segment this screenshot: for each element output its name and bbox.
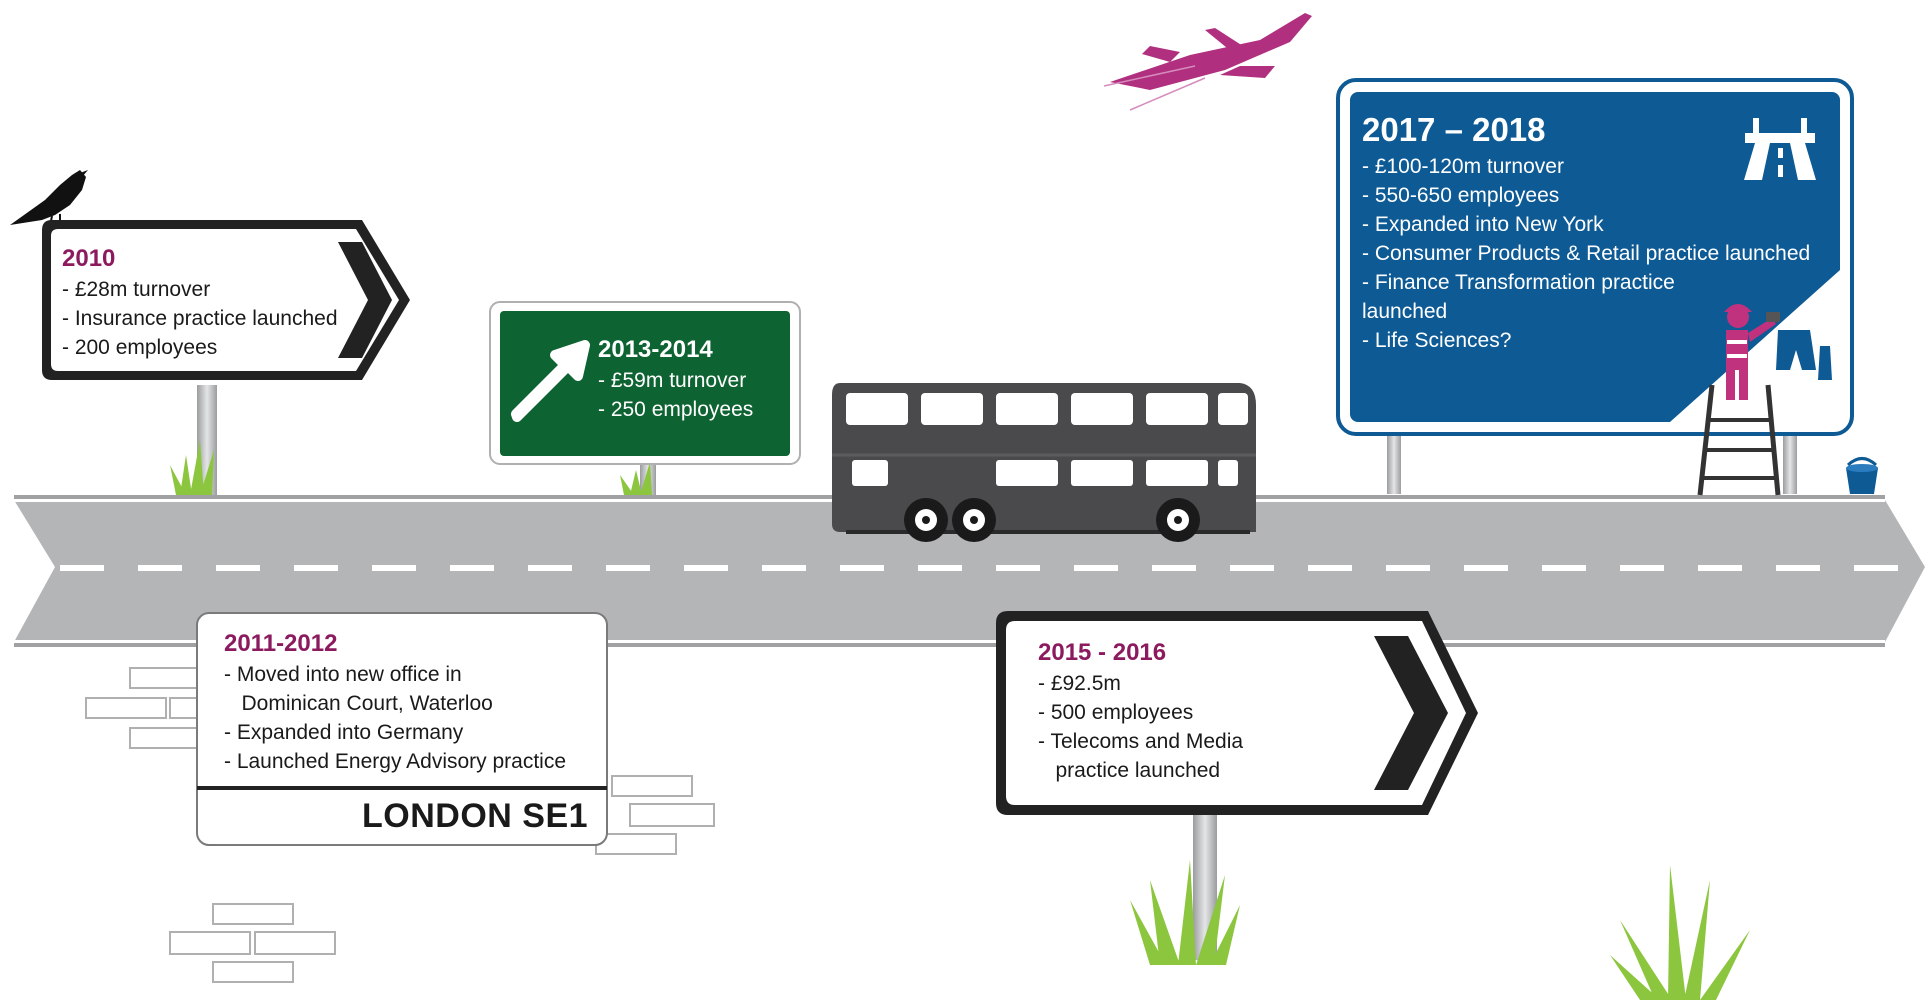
sign-2015-line: practice launched bbox=[1038, 759, 1221, 782]
sign-2010-line: - Insurance practice launched bbox=[62, 307, 338, 330]
sign-2017-line: - Consumer Products & Retail practice la… bbox=[1362, 242, 1811, 265]
sign-2017-shape bbox=[1336, 78, 1854, 436]
sign-2017-year: 2017 – 2018 bbox=[1362, 111, 1546, 148]
sign-2017-2018: 2017 – 2018 - £100-120m turnover - 550-6… bbox=[1362, 108, 1832, 355]
chevron-right-icon bbox=[338, 242, 392, 358]
motorway-icon bbox=[1744, 118, 1816, 180]
arrow-up-right-icon bbox=[511, 340, 590, 422]
sign-2015-line: - 500 employees bbox=[1038, 701, 1194, 724]
grass-icon bbox=[170, 440, 1750, 1000]
sign-2015-line: - £92.5m bbox=[1038, 672, 1121, 695]
sign-2017-line: - Expanded into New York bbox=[1362, 213, 1604, 236]
sign-2011-shape bbox=[196, 612, 608, 846]
sign-2011-line: - Expanded into Germany bbox=[224, 721, 464, 744]
sign-2011-line: - Launched Energy Advisory practice bbox=[224, 750, 567, 773]
sign-2010-year: 2010 bbox=[62, 245, 116, 272]
sign-2013-year: 2013-2014 bbox=[598, 336, 713, 363]
sign-2010-shape bbox=[42, 220, 410, 380]
sign-2013-shape bbox=[489, 301, 801, 465]
sign-2013-line: - 250 employees bbox=[598, 398, 754, 421]
sign-2017-line: - £100-120m turnover bbox=[1362, 155, 1564, 178]
sign-2010: 2010 - £28m turnover - Insurance practic… bbox=[62, 243, 338, 362]
worker-icon bbox=[1697, 304, 1832, 496]
street-name-plate: LONDON SE1 bbox=[362, 797, 589, 835]
sign-2015-2016: 2015 - 2016 - £92.5m - 500 employees - T… bbox=[1038, 637, 1243, 785]
sign-2013-line: - £59m turnover bbox=[598, 369, 747, 392]
sign-2015-year: 2015 - 2016 bbox=[1038, 639, 1167, 666]
bus-icon bbox=[832, 383, 1256, 542]
airplane-icon bbox=[1103, 13, 1312, 111]
sign-2011-line: Dominican Court, Waterloo bbox=[224, 692, 493, 715]
sign-2010-line: - 200 employees bbox=[62, 336, 218, 359]
sign-2017-line: - Life Sciences? bbox=[1362, 329, 1512, 352]
paint-bucket-icon bbox=[1846, 457, 1878, 494]
sign-2015-shape bbox=[996, 611, 1478, 815]
sign-2013-2014: 2013-2014 - £59m turnover - 250 employee… bbox=[598, 334, 753, 424]
sign-2015-line: - Telecoms and Media bbox=[1038, 730, 1244, 753]
sign-2011-year: 2011-2012 bbox=[224, 630, 338, 657]
sign-2010-line: - £28m turnover bbox=[62, 278, 211, 301]
sign-2017-line: - Finance Transformation practice launch… bbox=[1362, 271, 1675, 323]
sign-2011-line: - Moved into new office in bbox=[224, 663, 462, 686]
bird-icon bbox=[10, 170, 88, 227]
sign-2011-2012: 2011-2012 - Moved into new office in Dom… bbox=[224, 628, 566, 776]
chevron-right-icon bbox=[1374, 636, 1448, 790]
sign-2017-line: - 550-650 employees bbox=[1362, 184, 1560, 207]
